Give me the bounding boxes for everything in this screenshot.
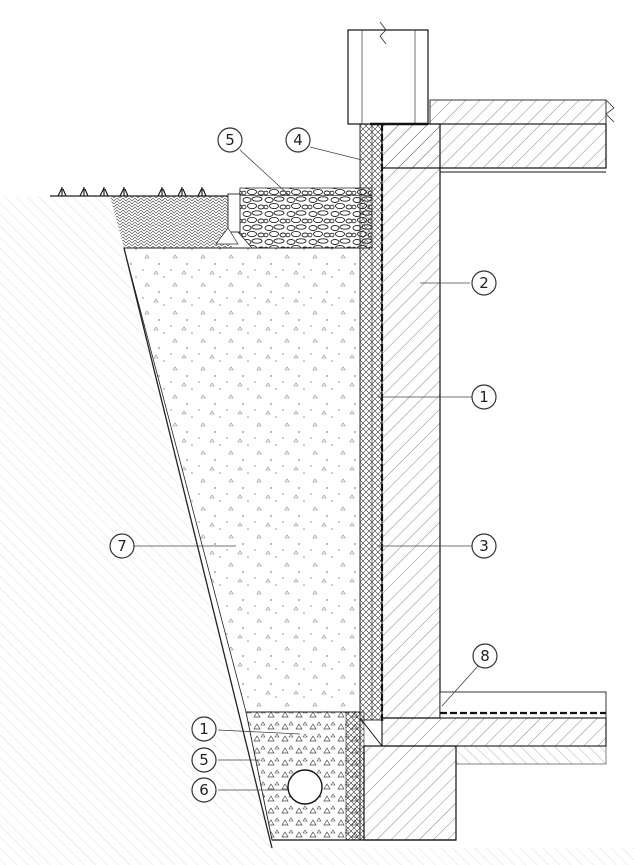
callout-label: 3: [479, 537, 489, 555]
callout-label: 4: [293, 131, 303, 149]
callout-label: 1: [479, 388, 489, 406]
footing: [272, 745, 457, 841]
drain-pipe: [287, 769, 323, 805]
callout-4: 4: [285, 127, 311, 153]
callout-2: 2: [471, 270, 497, 296]
callout-label: 5: [225, 131, 235, 149]
callout-5-top: 5: [217, 127, 243, 153]
callout-1-bottom: 1: [191, 716, 217, 742]
callout-label: 7: [117, 537, 127, 555]
callout-label: 8: [480, 647, 490, 665]
foundation-wall: [381, 123, 441, 719]
gravel-strip: [215, 187, 373, 249]
basement-floor-slab: [359, 691, 607, 765]
edge-stone: [227, 193, 241, 233]
callout-5-bottom: 5: [191, 747, 217, 773]
callout-3: 3: [471, 533, 497, 559]
callout-label: 2: [479, 274, 489, 292]
leader-lines: [134, 146, 479, 791]
callout-label: 6: [199, 781, 209, 799]
callout-label: 5: [199, 751, 209, 769]
callout-label: 1: [199, 720, 209, 738]
callout-7: 7: [109, 533, 135, 559]
natural-soil: [0, 196, 634, 865]
upper-wall: [347, 21, 429, 126]
waterproofing-layers: [359, 123, 384, 722]
callout-1-right: 1: [471, 384, 497, 410]
callout-8: 8: [472, 643, 498, 669]
callout-6: 6: [191, 777, 217, 803]
grass-marks: [57, 187, 207, 197]
floor-slab-top: [381, 99, 615, 173]
